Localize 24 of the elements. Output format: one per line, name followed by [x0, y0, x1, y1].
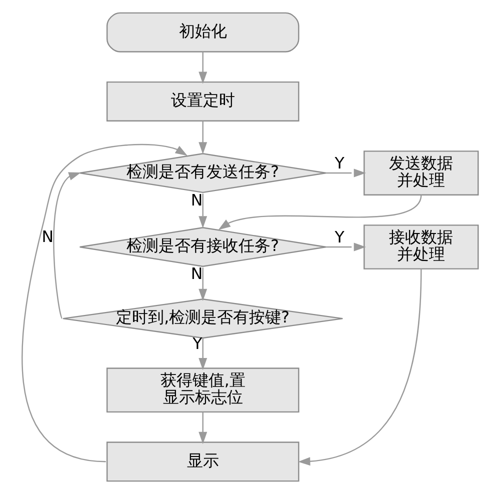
- arrow: [53, 172, 81, 319]
- node-box: 初始化: [106, 12, 300, 52]
- arrow: [298, 268, 422, 466]
- arrow: [22, 144, 188, 462]
- node-diamond: 检测是否有接收任务?: [79, 226, 327, 268]
- arrow: [198, 120, 208, 154]
- node-diamond: 定时到,检测是否有按键?: [62, 298, 344, 339]
- arrow: [198, 194, 208, 228]
- arrow: [326, 168, 366, 178]
- node-box: 接收数据并处理: [364, 224, 479, 270]
- node-box: 发送数据并处理: [364, 150, 479, 196]
- arrow: [198, 268, 208, 301]
- node-box: 设置定时: [106, 81, 300, 122]
- node-box: 获得键值,置显示标志位: [106, 368, 300, 413]
- edge-label: N: [42, 226, 54, 246]
- node-box: 显示: [106, 442, 300, 482]
- arrow: [198, 338, 208, 370]
- node-diamond: 检测是否有发送任务?: [79, 153, 327, 194]
- arrow: [198, 52, 208, 84]
- arrow: [218, 194, 422, 230]
- arrow: [326, 242, 366, 252]
- arrow: [198, 412, 208, 444]
- edge-label: Y: [334, 228, 344, 247]
- edge-label: Y: [334, 154, 344, 173]
